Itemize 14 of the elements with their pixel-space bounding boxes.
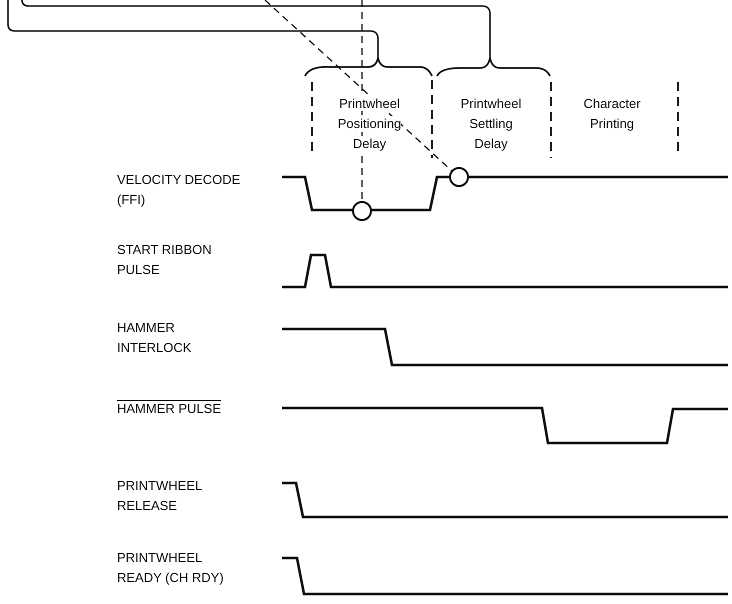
signal-name: HAMMER PULSE: [117, 400, 222, 418]
signal-name: PRINTWHEEL RELEASE: [117, 477, 203, 515]
dashed-reference-line: [264, 0, 452, 172]
event-circle: [449, 167, 469, 187]
event-circle: [352, 201, 372, 221]
signal-name: START RIBBON PULSE: [117, 241, 213, 279]
signal-name: HAMMER INTERLOCK: [117, 319, 192, 357]
phase-label: Printwheel Positioning Delay: [336, 95, 402, 153]
routing-line: [21, 0, 491, 58]
signal-name: VELOCITY DECODE (FFI): [117, 171, 242, 209]
signal-name: PRINTWHEEL READY (CH RDY): [117, 549, 225, 587]
routing-line: [7, 0, 379, 58]
brace: [436, 57, 551, 76]
brace: [304, 57, 433, 76]
